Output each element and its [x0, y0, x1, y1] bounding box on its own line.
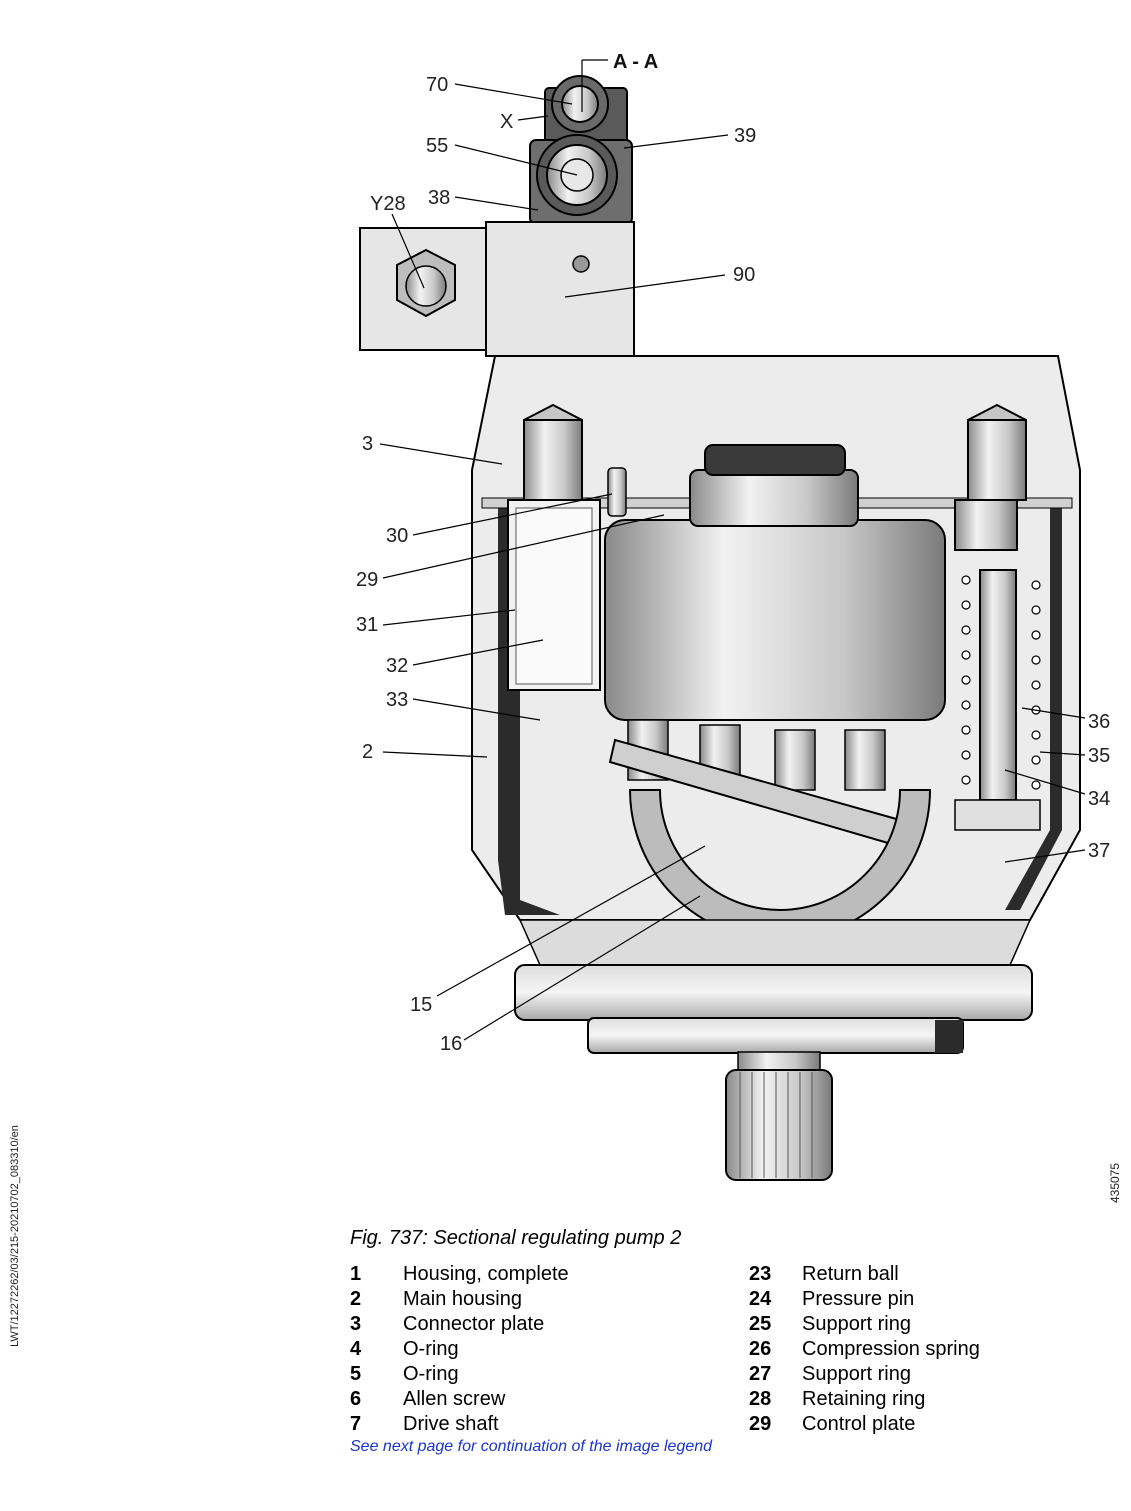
callout-32: 32 [386, 655, 408, 677]
callout-31: 31 [356, 614, 378, 636]
callout-55: 55 [426, 135, 448, 157]
legend-label: Main housing [403, 1288, 522, 1310]
callout-39: 39 [734, 125, 756, 147]
legend-label: Compression spring [802, 1338, 980, 1360]
callout-y28: Y28 [370, 193, 406, 215]
callout-33: 33 [386, 689, 408, 711]
figure-caption: Fig. 737: Sectional regulating pump 2 [350, 1227, 682, 1249]
callout-38: 38 [428, 187, 450, 209]
legend-label: Support ring [802, 1313, 911, 1335]
legend-number: 7 [350, 1413, 362, 1435]
legend-number: 2 [350, 1288, 362, 1310]
legend-item: 23 Return ball [749, 1262, 980, 1287]
legend-label: Allen screw [403, 1388, 506, 1410]
legend-number: 23 [749, 1263, 772, 1285]
callout-2: 2 [362, 741, 373, 763]
legend-label: Housing, complete [403, 1263, 569, 1285]
callout-90: 90 [733, 264, 755, 286]
legend-number: 27 [749, 1363, 772, 1385]
legend-label: Connector plate [403, 1313, 545, 1335]
image-number: 435075 [1108, 1162, 1122, 1204]
legend-continuation-note: See next page for continuation of the im… [350, 1438, 713, 1455]
callout-36: 36 [1088, 711, 1110, 733]
section-mark-label: A - A [613, 51, 658, 73]
legend-number: 24 [749, 1288, 772, 1310]
legend-item: 29 Control plate [749, 1412, 980, 1437]
legend-item: 5 O-ring [350, 1362, 569, 1387]
legend-item: 6 Allen screw [350, 1387, 569, 1412]
legend-label: Control plate [802, 1413, 916, 1435]
legend-number: 3 [350, 1313, 362, 1335]
main-housing [471, 355, 1081, 941]
legend-item: 1 Housing, complete [350, 1262, 569, 1287]
legend-left-column: 1 Housing, complete 2 Main housing 3 Connec… [350, 1262, 569, 1437]
legend-number: 6 [350, 1388, 362, 1410]
legend-label: Return ball [802, 1263, 899, 1285]
callout-29: 29 [356, 569, 378, 591]
callout-3: 3 [362, 433, 373, 455]
legend-number: 28 [749, 1388, 772, 1410]
legend-number: 1 [350, 1263, 362, 1285]
valve-head [529, 75, 633, 225]
legend-label: Drive shaft [403, 1413, 499, 1435]
callout-30: 30 [386, 525, 408, 547]
callout-labels: 70 X 55 39 38 Y28 90 3 30 29 31 32 33 2 … [356, 74, 1110, 1055]
callout-34: 34 [1088, 788, 1110, 810]
legend-number: 29 [749, 1413, 772, 1435]
legend-item: 4 O-ring [350, 1337, 569, 1362]
section-mark: A - A [581, 51, 658, 112]
callout-35: 35 [1088, 745, 1110, 767]
legend-label: Retaining ring [802, 1388, 926, 1410]
mounting-flange [514, 919, 1033, 1054]
callout-pointers [379, 83, 1086, 1041]
callout-x: X [500, 111, 513, 133]
legend-number: 4 [350, 1338, 362, 1360]
legend-item: 27 Support ring [749, 1362, 980, 1387]
legend-item: 3 Connector plate [350, 1312, 569, 1337]
callout-15: 15 [410, 994, 432, 1016]
legend-number: 26 [749, 1338, 772, 1360]
callout-37: 37 [1088, 840, 1110, 862]
drive-shaft [725, 1051, 833, 1181]
legend-label: Support ring [802, 1363, 911, 1385]
legend-number: 5 [350, 1363, 362, 1385]
legend-item: 25 Support ring [749, 1312, 980, 1337]
legend-label: O-ring [403, 1363, 459, 1385]
document-id: LWT/12272262/03/215-20210702_083310/en [9, 1125, 21, 1347]
callout-16: 16 [440, 1033, 462, 1055]
legend-number: 25 [749, 1313, 772, 1335]
legend-label: O-ring [403, 1338, 459, 1360]
legend-item: 7 Drive shaft [350, 1412, 569, 1437]
legend-item: 26 Compression spring [749, 1337, 980, 1362]
legend-item: 24 Pressure pin [749, 1287, 980, 1312]
legend-item: 2 Main housing [350, 1287, 569, 1312]
legend-label: Pressure pin [802, 1288, 915, 1310]
pump-sectional-drawing: A - A 70 X 55 39 38 Y28 90 3 30 29 3 [356, 51, 1110, 1181]
solenoid-block [359, 221, 635, 357]
callout-70: 70 [426, 74, 448, 96]
legend-item: 28 Retaining ring [749, 1387, 980, 1412]
